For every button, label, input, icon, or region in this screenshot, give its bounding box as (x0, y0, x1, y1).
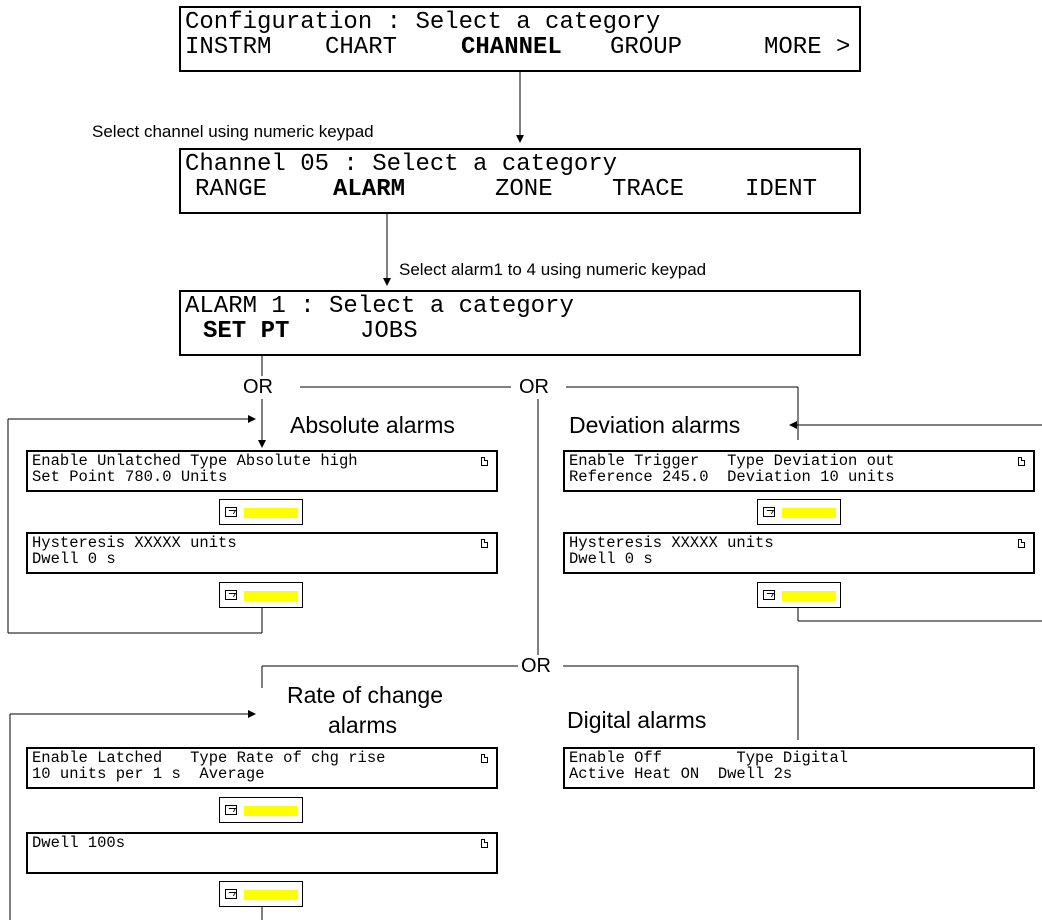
keypad-button[interactable] (219, 582, 303, 608)
config-title: Configuration : Select a category (185, 9, 661, 36)
absolute-alarms-heading: Absolute alarms (290, 412, 455, 438)
or-label-2: OR (518, 376, 550, 399)
softkey-instrm[interactable]: INSTRM (185, 34, 272, 61)
absolute-panel-2-line2: Dwell 0 s (32, 550, 116, 568)
config-screen: Configuration : Select a category INSTRM… (179, 6, 861, 72)
digital-alarms-heading: Digital alarms (567, 707, 707, 733)
absolute-panel-2: Hysteresis XXXXX units Dwell 0 s (26, 532, 498, 574)
or-label-3: OR (520, 655, 552, 678)
absolute-panel-1-line2: Set Point 780.0 Units (32, 468, 228, 486)
softkey-jobs[interactable]: JOBS (360, 318, 418, 345)
alarm-screen: ALARM 1 : Select a category SET PT JOBS (179, 290, 861, 356)
softkey-chart[interactable]: CHART (325, 34, 398, 61)
absolute-panel-1: Enable Unlatched Type Absolute high Set … (26, 450, 498, 492)
channel-title: Channel 05 : Select a category (185, 151, 618, 178)
page-icon (1018, 539, 1025, 548)
rate-panel-2-line1: Dwell 100s (32, 834, 126, 852)
softkey-channel[interactable]: CHANNEL (461, 34, 562, 61)
rate-alarms-heading-line2: alarms (328, 712, 398, 738)
page-icon (1018, 457, 1025, 466)
channel-screen: Channel 05 : Select a category RANGE ALA… (179, 148, 861, 214)
softkey-ident[interactable]: IDENT (745, 176, 818, 203)
rate-panel-1-line2: 10 units per 1 s Average (32, 765, 265, 783)
absolute-panel-1-line1: Enable Unlatched Type Absolute high (32, 452, 358, 470)
alarm-title: ALARM 1 : Select a category (185, 293, 574, 320)
keypad-button[interactable] (219, 797, 303, 823)
softkey-trace[interactable]: TRACE (612, 176, 685, 203)
page-icon (481, 754, 488, 763)
rate-panel-1-line1: Enable Latched Type Rate of chg rise (32, 749, 386, 767)
keypad-icon (225, 507, 237, 517)
select-channel-label: Select channel using numeric keypad (92, 122, 374, 141)
deviation-panel-2-line1: Hysteresis XXXXX units (569, 534, 774, 552)
absolute-panel-2-line1: Hysteresis XXXXX units (32, 534, 237, 552)
keypad-button[interactable] (219, 881, 303, 907)
deviation-panel-1-line2: Reference 245.0 Deviation 10 units (569, 468, 895, 486)
keypad-icon (763, 507, 775, 517)
deviation-panel-1: Enable Trigger Type Deviation out Refere… (563, 450, 1035, 492)
softkey-range[interactable]: RANGE (195, 176, 268, 203)
deviation-panel-2: Hysteresis XXXXX units Dwell 0 s (563, 532, 1035, 574)
softkey-more[interactable]: MORE > (764, 34, 851, 61)
softkey-zone[interactable]: ZONE (495, 176, 553, 203)
rate-panel-2: Dwell 100s (26, 832, 498, 874)
softkey-alarm[interactable]: ALARM (333, 176, 406, 203)
keypad-icon (225, 889, 237, 899)
keypad-button[interactable] (757, 582, 841, 608)
rate-panel-2-line2 (32, 851, 496, 867)
keypad-icon (225, 805, 237, 815)
digital-panel-1-line1: Enable Off Type Digital (569, 749, 849, 767)
keypad-button[interactable] (757, 499, 841, 525)
rate-alarms-heading-line1: Rate of change (287, 682, 444, 708)
page-icon (481, 539, 488, 548)
keypad-icon (763, 590, 775, 600)
deviation-panel-1-line1: Enable Trigger Type Deviation out (569, 452, 895, 470)
select-alarm-label: Select alarm1 to 4 using numeric keypad (399, 260, 707, 279)
keypad-button[interactable] (219, 499, 303, 525)
softkey-group[interactable]: GROUP (610, 34, 683, 61)
rate-panel-1: Enable Latched Type Rate of chg rise 10 … (26, 747, 498, 789)
page-icon (481, 457, 488, 466)
keypad-icon (225, 590, 237, 600)
deviation-alarms-heading: Deviation alarms (569, 412, 741, 438)
digital-panel-1-line2: Active Heat ON Dwell 2s (569, 765, 793, 783)
deviation-panel-2-line2: Dwell 0 s (569, 550, 653, 568)
softkey-set-pt[interactable]: SET PT (203, 318, 290, 345)
digital-panel-1: Enable Off Type Digital Active Heat ON D… (563, 747, 1035, 789)
or-label-1: OR (242, 376, 274, 399)
page-icon (481, 839, 488, 848)
